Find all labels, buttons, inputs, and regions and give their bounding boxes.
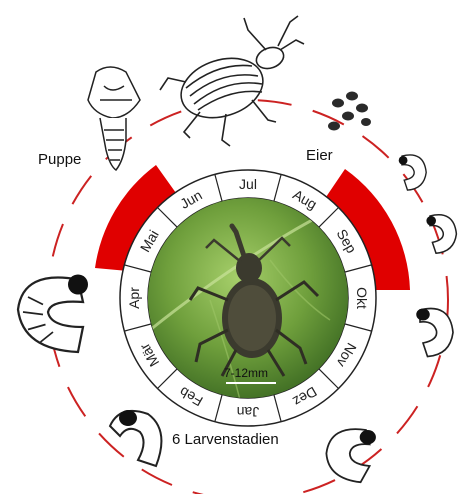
month-label: Jan [237, 404, 260, 420]
larva-stage-1 [399, 155, 427, 190]
larva-icon [18, 275, 88, 353]
size-scale-bar [226, 382, 276, 384]
larva-icon [416, 309, 453, 357]
larva-stage-5 [110, 410, 161, 466]
month-label: Okt [354, 287, 370, 309]
larva-stage-3 [416, 309, 453, 357]
larva-icon [110, 410, 161, 466]
larva-icon [399, 155, 427, 190]
pupa-icon [88, 67, 140, 170]
weevil-drawing-icon [160, 16, 304, 146]
larva-icon [426, 215, 456, 253]
size-label: 7-12mm [224, 366, 268, 380]
eggs-label: Eier [306, 147, 333, 164]
egg-cluster-icon [328, 92, 371, 131]
month-label: Apr [126, 287, 142, 309]
larva-icon [326, 429, 376, 482]
month-label: Jul [239, 176, 257, 192]
larva-stage-4 [326, 429, 376, 482]
larva-stage-2 [426, 215, 456, 253]
pupa-label: Puppe [38, 151, 81, 168]
larvae-label: 6 Larvenstadien [172, 431, 279, 448]
larva-stage-6 [18, 275, 88, 353]
